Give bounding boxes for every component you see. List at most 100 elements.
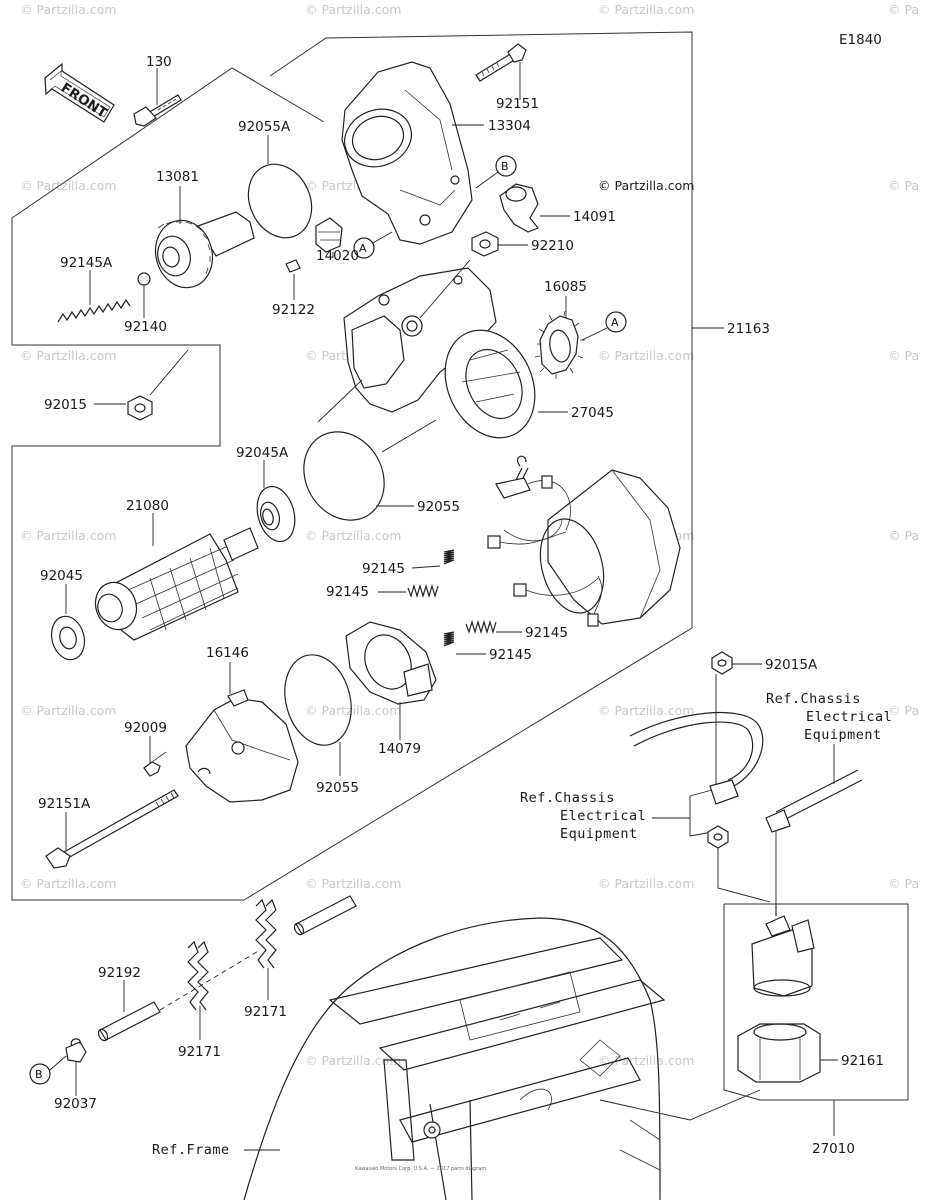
leader-marker-b-2 (49, 1055, 67, 1071)
label-92055A: 92055A (238, 119, 291, 135)
label-21163: 21163 (727, 321, 770, 337)
leader-marker-a-2 (581, 327, 608, 341)
oring-92055-upper (303, 431, 385, 521)
label-92145A: 92145A (60, 255, 113, 271)
watermark-22: © Partzilla.com (598, 876, 694, 891)
line-small-nut (717, 848, 771, 903)
clamp-92171-left (187, 940, 209, 1011)
bolt-130 (133, 94, 182, 127)
label-92210: 92210 (531, 238, 574, 254)
label-16085: 16085 (544, 279, 587, 295)
yoke-assembly (487, 455, 681, 627)
label-92015A: 92015A (765, 657, 818, 673)
line-relay-to-frame (599, 1089, 761, 1121)
spring-92145A (57, 298, 131, 323)
ref-chassis-2-line1: Ref.Chassis (520, 790, 615, 806)
label-14091: 14091 (573, 209, 616, 225)
bracket-ref-chassis-2 (652, 789, 713, 837)
ref-chassis-2-line2: Electrical (560, 808, 646, 824)
label-92045: 92045 (40, 568, 83, 584)
ref-chassis-1-line2: Electrical (806, 709, 892, 725)
spring-92145-4 (443, 631, 455, 647)
watermark-5: © Partzilla.com (20, 178, 116, 193)
label-16146: 16146 (206, 645, 249, 661)
marker-a-2 (605, 311, 627, 333)
tube-right (293, 895, 357, 936)
watermark-20: © Partzilla.com (20, 876, 116, 891)
footer-text: Kawasaki Motors Corp. U.S.A. — 2017 part… (355, 1166, 486, 1172)
watermark-2: © Partzilla.com (305, 2, 401, 17)
watermark-15: © Pa (888, 528, 919, 543)
clamp-92171-right (255, 898, 277, 969)
ref-frame: Ref.Frame (152, 1142, 230, 1158)
connector-lines-mid (317, 379, 437, 453)
watermark-dark: © Partzilla.com (598, 178, 694, 193)
label-14079: 14079 (378, 741, 421, 757)
label-92122: 92122 (272, 302, 315, 318)
marker-b-1 (495, 155, 517, 177)
label-92171-b: 92171 (244, 1004, 287, 1020)
watermark-13: © Partzilla.com (305, 528, 401, 543)
marker-a-1-text: A (359, 242, 367, 255)
label-13304: 13304 (488, 118, 531, 134)
label-92015: 92015 (44, 397, 87, 413)
nut-92015A (711, 651, 733, 675)
watermark-7: © Pa (888, 178, 919, 193)
label-92145-4: 92145 (489, 647, 532, 663)
label-92145-3: 92145 (525, 625, 568, 641)
ref-chassis-1-line1: Ref.Chassis (766, 691, 861, 707)
housing-13304 (341, 61, 473, 245)
end-cover-16146 (185, 689, 299, 803)
pin-92122 (285, 259, 301, 273)
tube-92192 (97, 1001, 161, 1042)
bearing-92045A (256, 485, 296, 543)
marker-b-2 (29, 1063, 51, 1085)
screw-92009 (143, 751, 167, 777)
bolt-92151 (475, 43, 527, 82)
label-92145-1: 92145 (362, 561, 405, 577)
bushing-14020 (315, 217, 343, 253)
marker-b-2-text: B (35, 1068, 43, 1081)
watermark-21: © Partzilla.com (305, 876, 401, 891)
watermark-1: © Partzilla.com (20, 2, 116, 17)
assembly-outline (11, 31, 693, 901)
marker-b-1-text: B (501, 160, 509, 173)
vehicle-frame (243, 917, 666, 1200)
starter-relay (751, 904, 815, 997)
leader-marker-a-1 (372, 231, 393, 244)
watermark-3: © Partzilla.com (598, 2, 694, 17)
gear-16085 (534, 310, 585, 379)
leader-92210-body (419, 259, 471, 319)
label-92037: 92037 (54, 1096, 97, 1112)
watermark-11: © Pa (888, 348, 919, 363)
oring-92055A (247, 163, 313, 239)
label-92171-a: 92171 (178, 1044, 221, 1060)
watermark-24: © Partzilla.com (305, 1053, 401, 1068)
leader-92015-b (149, 349, 189, 396)
dashed-line-hose (159, 949, 261, 1011)
watermark-19: © Pa (888, 703, 919, 718)
watermark-16: © Partzilla.com (20, 703, 116, 718)
ref-chassis-2-line3: Equipment (560, 826, 638, 842)
ref-chassis-1-line3: Equipment (804, 727, 882, 743)
starter-body-upper (343, 267, 536, 439)
leader-92145-1 (411, 565, 441, 569)
label-92140: 92140 (124, 319, 167, 335)
brush-plate-14079 (345, 621, 437, 705)
cap-14091 (499, 183, 539, 233)
nut-92015 (127, 395, 153, 421)
label-92151A: 92151A (38, 796, 91, 812)
watermark-25: © Partzilla.com (598, 1053, 694, 1068)
nut-92210 (471, 231, 499, 257)
watermark-17: © Partzilla.com (305, 703, 401, 718)
watermark-10: © Partzilla.com (598, 348, 694, 363)
leader-marker-b-1 (475, 171, 499, 189)
watermark-8: © Partzilla.com (20, 348, 116, 363)
spring-92145-1 (443, 549, 455, 565)
label-130: 130 (146, 54, 172, 70)
label-14020: 14020 (316, 248, 359, 264)
clutch-13081 (154, 211, 255, 289)
spring-92145-3 (465, 619, 497, 635)
